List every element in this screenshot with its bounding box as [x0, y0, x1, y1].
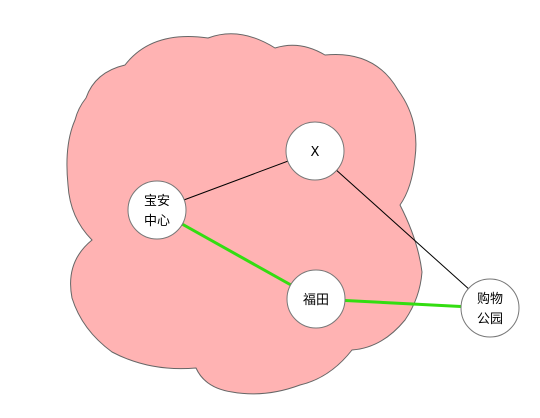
- edge-x-to-gouwu-park: [314, 150, 491, 309]
- node-baoan-center[interactable]: 宝安 中心: [127, 180, 187, 240]
- node-gouwu-park-circle: [460, 278, 520, 338]
- node-gouwu-park[interactable]: 购物 公园: [460, 278, 520, 338]
- node-baoan-center-label-line1: 宝安: [144, 194, 170, 209]
- node-futian-label: 福田: [303, 293, 329, 308]
- node-gouwu-park-label-line1: 购物: [477, 291, 503, 307]
- node-gouwu-park-label-line2: 公园: [477, 312, 503, 327]
- node-futian-circle: [286, 269, 346, 329]
- edge-baoan-to-futian: [156, 208, 317, 301]
- node-baoan-center-circle: [127, 180, 187, 240]
- node-futian[interactable]: 福田: [286, 269, 346, 329]
- node-x-circle: [285, 121, 345, 181]
- node-x[interactable]: X: [285, 121, 345, 181]
- cloud-region: [66, 33, 423, 395]
- node-x-label: X: [311, 145, 320, 160]
- node-baoan-center-label-line2: 中心: [144, 214, 170, 229]
